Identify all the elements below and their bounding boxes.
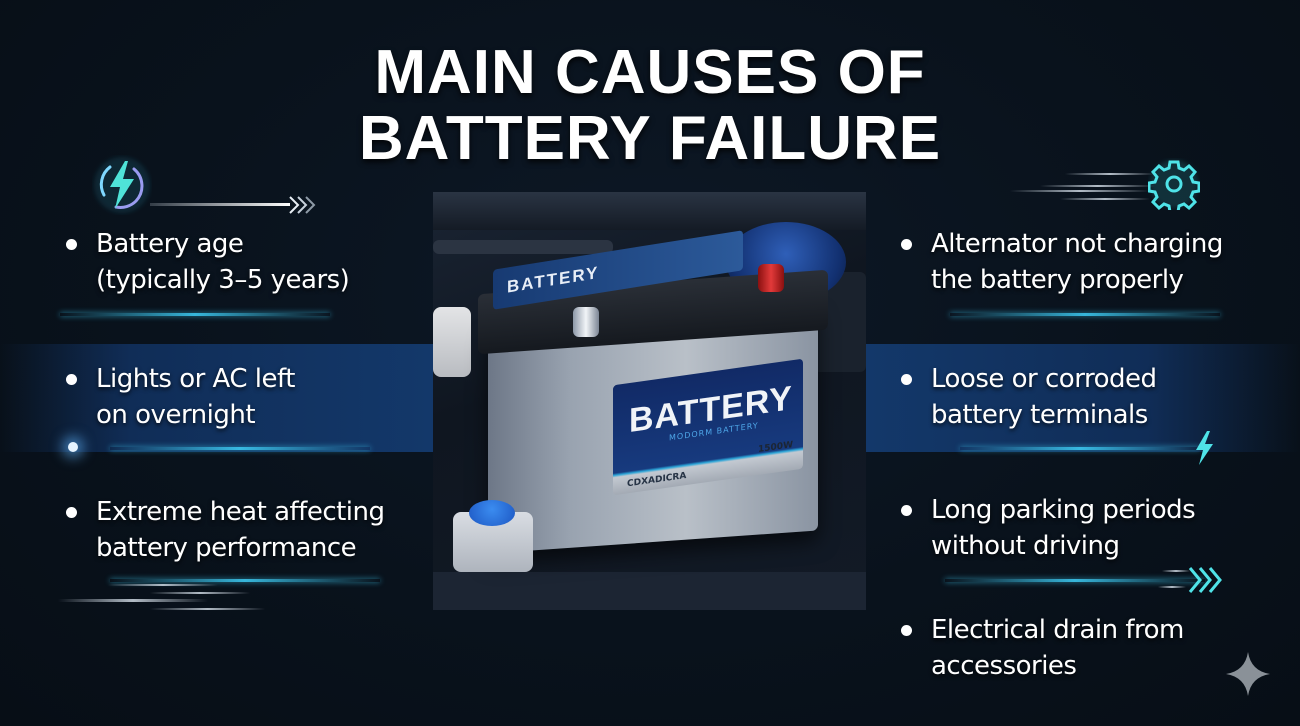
lightning-bolt-icon	[92, 155, 152, 215]
bullet-dot	[901, 505, 912, 516]
cause-item: Battery age (typically 3–5 years)	[66, 226, 350, 298]
cause-line-1: Loose or corroded	[931, 364, 1157, 394]
speed-line	[150, 592, 250, 594]
cause-line-1: Long parking periods	[931, 495, 1196, 525]
cause-item: Long parking periods without driving	[901, 492, 1196, 564]
battery-photo: BATTERY BATTERY MODORM BATTERY 1500W CDX…	[433, 192, 866, 610]
cause-line-1: Battery age	[96, 229, 244, 259]
speed-line	[58, 599, 208, 602]
bullet-dot	[66, 507, 77, 518]
divider-glow	[945, 579, 1205, 582]
bullet-dot	[901, 625, 912, 636]
negative-terminal	[573, 307, 599, 337]
divider-glow	[60, 313, 330, 316]
engine-part	[433, 240, 613, 254]
speed-line	[1162, 570, 1190, 572]
speed-line	[1065, 173, 1155, 175]
cause-item: Loose or corroded battery terminals	[901, 361, 1157, 433]
page-title: MAIN CAUSES OF BATTERY FAILURE	[0, 40, 1300, 172]
left-highlight-band	[0, 344, 433, 452]
lightning-bolt-icon	[1192, 430, 1216, 466]
speed-line	[150, 608, 265, 610]
speed-line	[1060, 198, 1150, 200]
speed-line	[1010, 190, 1150, 192]
bullet-dot	[66, 374, 77, 385]
divider-glow	[110, 447, 370, 450]
speed-line	[1040, 185, 1155, 187]
sparkle-dot-icon	[68, 442, 78, 452]
washer-cap	[469, 500, 515, 526]
cause-line-1: Electrical drain from	[931, 615, 1184, 645]
triple-chevron-icon	[1186, 565, 1226, 595]
bullet-dot	[901, 374, 912, 385]
gear-icon	[1147, 158, 1201, 214]
cause-line-2: (typically 3–5 years)	[96, 265, 350, 295]
cause-line-2: without driving	[931, 531, 1120, 561]
cause-line-2: on overnight	[96, 400, 256, 430]
cause-line-2: battery terminals	[931, 400, 1148, 430]
arrow-line	[150, 203, 290, 206]
cause-item: Alternator not charging the battery prop…	[901, 226, 1223, 298]
divider-glow	[960, 447, 1200, 450]
cause-line-1: Lights or AC left	[96, 364, 295, 394]
bullet-dot	[901, 239, 912, 250]
cause-item: Lights or AC left on overnight	[66, 361, 295, 433]
speed-line	[108, 584, 218, 586]
divider-glow	[110, 579, 380, 582]
battery-rating: 1500W	[758, 440, 793, 455]
cause-line-2: battery performance	[96, 533, 357, 563]
cause-item: Extreme heat affecting battery performan…	[66, 494, 385, 566]
cause-line-2: the battery properly	[931, 265, 1184, 295]
speed-line	[1158, 586, 1186, 588]
chevron-right-icon	[288, 195, 318, 215]
positive-terminal	[758, 264, 784, 292]
right-highlight-band	[866, 344, 1300, 452]
bullet-dot	[66, 239, 77, 250]
cause-line-2: accessories	[931, 651, 1077, 681]
fluid-tank	[433, 307, 471, 377]
title-line-2: BATTERY FAILURE	[358, 104, 942, 173]
engine-part	[433, 572, 866, 610]
cause-line-1: Alternator not charging	[931, 229, 1223, 259]
divider-glow	[950, 313, 1220, 316]
cause-item: Electrical drain from accessories	[901, 612, 1184, 684]
cause-line-1: Extreme heat affecting	[96, 497, 385, 527]
sparkle-icon	[1224, 650, 1272, 698]
title-line-1: MAIN CAUSES OF	[374, 38, 926, 107]
